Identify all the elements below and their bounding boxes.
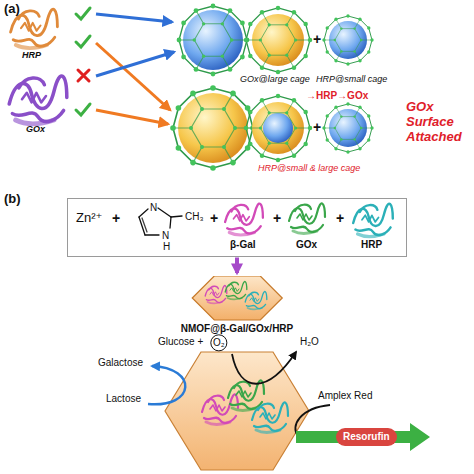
green-arrow: [296, 423, 430, 451]
substrate-label: Lactose: [106, 393, 141, 405]
reaction-arrow: [148, 366, 185, 404]
cross-mark: [78, 70, 89, 81]
assembly-arrow: [235, 258, 239, 274]
node-text: NMOF@β-Gal/GOx/HRP: [181, 323, 294, 335]
node-text: +: [336, 210, 344, 226]
hrp-protein: [252, 402, 288, 432]
gox-protein: [228, 380, 264, 410]
orange-arrow: [96, 110, 168, 124]
node-text: N: [150, 202, 157, 214]
node-text: Zn²⁺: [76, 211, 102, 226]
node-text: CH₃: [185, 211, 204, 223]
node-text: GOx: [296, 239, 317, 251]
node-text: +: [273, 210, 281, 226]
node-text: +: [210, 210, 218, 226]
hrp-protein: [353, 204, 393, 237]
check-mark: [76, 8, 90, 19]
node-text: HRP: [361, 239, 382, 251]
node-text: H: [163, 241, 170, 253]
cage-sphere: [322, 102, 373, 153]
node-text: Resorufin: [343, 431, 390, 443]
cage-label: HRP@small & large cage: [258, 163, 360, 173]
protein-label: HRP: [22, 50, 41, 60]
product-blob: Resorufin: [336, 428, 397, 446]
node-text: O₂: [213, 337, 225, 349]
gox-protein: [9, 76, 67, 124]
blue-arrow: [96, 52, 174, 76]
check-mark: [76, 36, 90, 47]
hrp-protein: [245, 291, 267, 309]
cage-label: GOx@large cage: [240, 74, 310, 84]
hexagon-outline: [192, 276, 282, 320]
substrate-label: Glucose +: [158, 336, 203, 348]
plus-sign: +: [313, 119, 321, 135]
nmof-hexagon: NMOF@β-Gal/GOx/HRP: [178, 276, 297, 337]
product-label: H₂O: [300, 336, 319, 348]
cage-label: HRP@small cage: [316, 74, 387, 84]
beta-gal-protein: [205, 285, 227, 303]
cage-sphere: [244, 94, 312, 162]
product-label: Galactose: [98, 357, 143, 369]
cage-sphere: [170, 85, 256, 171]
cage-sphere: [322, 14, 373, 65]
gox-protein: [225, 281, 247, 299]
orange-arrow: [96, 43, 170, 110]
panel-label: (a): [4, 2, 20, 17]
node-text: N: [162, 230, 169, 242]
gox-protein: [289, 203, 325, 233]
node-text: β-Gal: [230, 239, 256, 251]
blue-arrow: [96, 14, 172, 22]
cascade-note: →HRP→GOx: [306, 90, 368, 102]
circle-outline: [211, 335, 227, 351]
check-mark: [76, 104, 90, 115]
reagent-box: Zn²⁺+NNHCH₃+β-Gal+GOx+HRP: [67, 198, 407, 257]
cage-sphere: [177, 4, 250, 77]
nmof-crystal: [165, 352, 309, 470]
beta-gal-protein: [225, 204, 263, 235]
protein-label: GOx: [26, 124, 45, 134]
reaction-arrow: [232, 352, 296, 384]
annotation: GOx Surface Attached: [406, 100, 470, 145]
imidazole-structure: [139, 208, 182, 235]
nmof-fill: [192, 276, 282, 320]
cage-sphere: [244, 6, 312, 74]
node-text: +: [112, 210, 120, 226]
plus-sign: +: [313, 31, 321, 47]
oxygen-circle: O₂: [210, 334, 228, 352]
panel-label: (b): [4, 192, 21, 207]
substrate-label: Amplex Red: [318, 390, 372, 402]
